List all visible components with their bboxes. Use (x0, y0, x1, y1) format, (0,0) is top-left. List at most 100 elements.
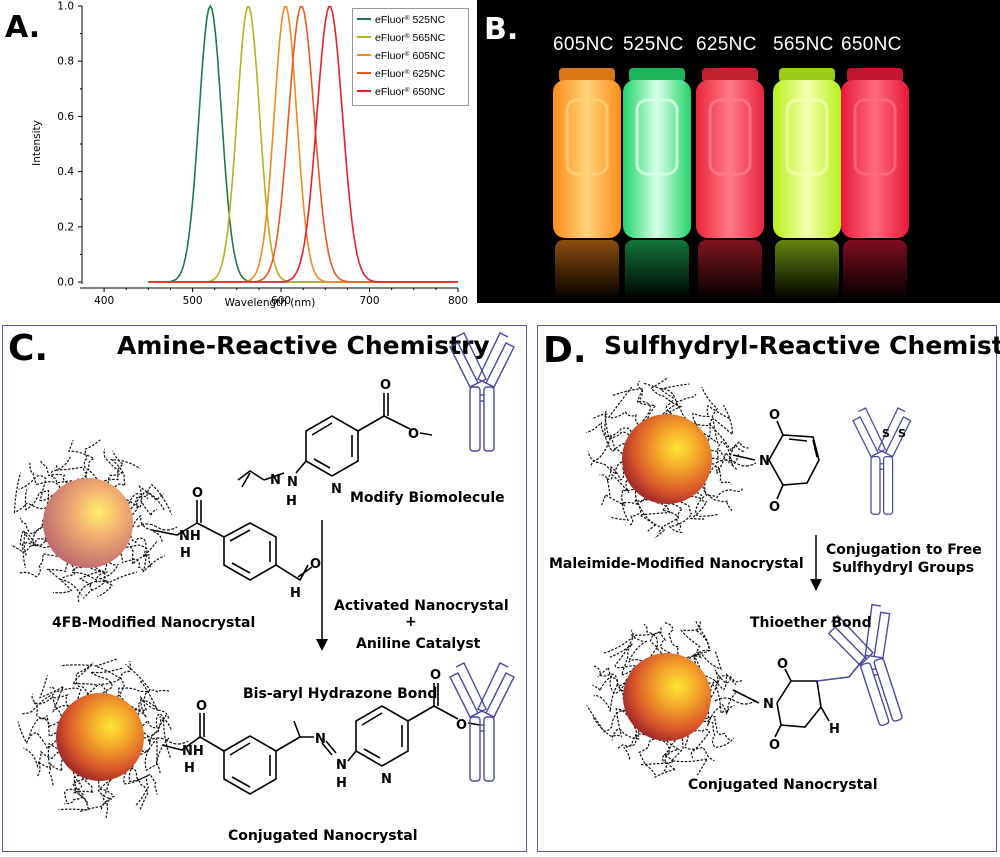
atom-label-h: H (180, 546, 191, 561)
atom-label-o: O (310, 557, 321, 572)
bond-label-hydrazone: Bis-aryl Hydrazone Bond (243, 686, 438, 702)
ligand-chain (60, 664, 93, 695)
ligand-chain (661, 739, 676, 772)
nanocrystal-core (43, 478, 133, 568)
atom-label-n: N (315, 732, 326, 747)
ligand-chain (137, 699, 170, 720)
atom-label-h: H (829, 722, 840, 737)
ligand-chain (64, 771, 83, 803)
atom-label-nh: NH (179, 529, 201, 544)
ligand-chain (604, 409, 630, 440)
vial-cap (702, 68, 758, 82)
vial-cap (779, 68, 835, 82)
linker-chain (136, 523, 178, 531)
legend-entry: eFluor® 605NC (357, 49, 445, 63)
registered-mark: ® (404, 15, 410, 22)
ligand-chain (89, 667, 123, 694)
ligand-chain (661, 503, 682, 531)
ligand-chain (707, 669, 732, 688)
ligand-chain (55, 463, 87, 480)
ligand-chain (674, 393, 697, 419)
antibody-hinge (871, 667, 877, 671)
ligand-chain (132, 514, 163, 544)
panel-d-letter: D. (543, 330, 587, 371)
ligand-chain (46, 562, 73, 594)
legend-swatch (357, 36, 371, 39)
ligand-chain (18, 474, 53, 502)
ligand-chain (710, 673, 737, 692)
antibody-arm (477, 662, 509, 714)
ligand-chain (591, 413, 632, 438)
ligand-chain (692, 404, 731, 427)
antibody-icon (827, 603, 903, 727)
nanocrystal-4fb (10, 439, 178, 604)
y-axis-label: Intensity (31, 120, 43, 166)
ligand-chain (628, 629, 649, 663)
vial-label: 565NC (773, 34, 834, 55)
antibody-arm (455, 662, 487, 714)
ligand-chain (130, 767, 149, 810)
ligand-chain (33, 702, 60, 727)
ligand-chain (593, 683, 624, 712)
antibody-stem (483, 386, 495, 452)
ligand-chain (31, 693, 69, 708)
atom-label-n: N (287, 475, 298, 490)
antibody-icon (449, 332, 515, 452)
antibody-stem (860, 662, 890, 727)
atom-label-o: O (456, 718, 467, 733)
vial-label: 605NC (553, 34, 614, 55)
vial-cap (559, 68, 615, 82)
maleimide-structure (732, 420, 820, 500)
vial-reflection (843, 240, 907, 300)
ligand-chain (586, 705, 626, 733)
ligand-chain (597, 667, 628, 687)
legend-swatch (357, 18, 371, 21)
atom-label-h: H (336, 776, 347, 791)
ligand-chain (643, 623, 663, 654)
modify-biomolecule-label: Modify Biomolecule (350, 490, 505, 506)
atom-label-o: O (408, 427, 419, 442)
y-tick-label: 0.4 (57, 166, 74, 178)
ligand-chain (680, 628, 702, 659)
conjugated-nanocrystal-label-c: Conjugated Nanocrystal (228, 828, 418, 844)
ligand-chain (38, 675, 69, 714)
ligand-chain (710, 443, 746, 464)
ligand-chain (50, 456, 73, 484)
ligand-chain (650, 377, 683, 415)
ligand-chain (104, 450, 125, 482)
x-tick-label: 400 (94, 295, 114, 307)
vial-reflection (698, 240, 762, 300)
ligand-chain (98, 561, 138, 584)
vial-window (853, 98, 897, 176)
legend-swatch (357, 72, 371, 75)
ligand-chain (657, 503, 684, 534)
panel-b-letter: B. (484, 12, 519, 47)
ligand-chain (40, 460, 68, 484)
sulfhydryl-reaction-scheme: N O O S S N O O H (586, 377, 912, 779)
ligand-chain (28, 715, 57, 739)
ligand-chain (29, 462, 61, 489)
ligand-chain (100, 779, 111, 812)
y-tick-label: 1.0 (57, 1, 74, 13)
ligand-chain (67, 440, 96, 479)
ligand-chain (93, 658, 122, 694)
antibody-arm (884, 416, 912, 458)
ligand-chain (629, 497, 646, 526)
y-tick-label: 0.0 (57, 277, 74, 289)
ligand-chain (609, 491, 638, 521)
registered-mark: ® (404, 69, 410, 76)
linker-chain (715, 459, 757, 467)
atom-label-n: N (763, 697, 774, 712)
ligand-chain (689, 495, 708, 520)
legend-swatch (357, 90, 371, 93)
ligand-chain (17, 721, 57, 750)
ligand-chain (693, 386, 719, 427)
antibody-arm (864, 603, 881, 658)
atom-label-n: N (336, 758, 347, 773)
conjugation-line-1: Conjugation to Free (826, 542, 982, 558)
ligand-chain (593, 665, 624, 692)
ligand-chain (78, 780, 115, 813)
ligand-chain (21, 693, 62, 717)
ligand-chain (95, 563, 113, 598)
ligand-chain (609, 643, 635, 676)
